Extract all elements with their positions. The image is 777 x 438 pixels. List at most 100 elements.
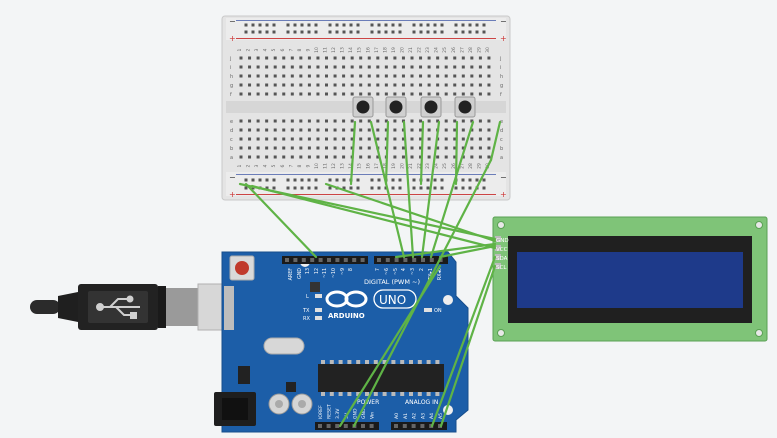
breadboard-hole[interactable] xyxy=(342,146,346,150)
breadboard-hole[interactable] xyxy=(290,119,294,123)
breadboard-hole[interactable] xyxy=(265,65,269,69)
rail-hole[interactable] xyxy=(398,30,402,34)
breadboard-hole[interactable] xyxy=(453,74,457,78)
breadboard-hole[interactable] xyxy=(299,83,303,87)
breadboard-hole[interactable] xyxy=(478,92,482,96)
breadboard-hole[interactable] xyxy=(393,92,397,96)
breadboard-hole[interactable] xyxy=(478,128,482,132)
rail-hole[interactable] xyxy=(342,30,346,34)
breadboard-hole[interactable] xyxy=(384,119,388,123)
rail-hole[interactable] xyxy=(384,23,388,27)
breadboard-hole[interactable] xyxy=(239,119,243,123)
rail-hole[interactable] xyxy=(293,30,297,34)
rail-hole[interactable] xyxy=(468,186,472,190)
breadboard-hole[interactable] xyxy=(282,65,286,69)
breadboard-hole[interactable] xyxy=(273,119,277,123)
header-pin[interactable] xyxy=(377,258,381,262)
rail-hole[interactable] xyxy=(398,23,402,27)
breadboard-hole[interactable] xyxy=(427,128,431,132)
breadboard-hole[interactable] xyxy=(376,65,380,69)
header-pin[interactable] xyxy=(301,258,306,262)
breadboard-hole[interactable] xyxy=(290,83,294,87)
breadboard-hole[interactable] xyxy=(453,128,457,132)
rail-hole[interactable] xyxy=(412,186,416,190)
breadboard-hole[interactable] xyxy=(350,146,354,150)
breadboard-hole[interactable] xyxy=(282,146,286,150)
breadboard-hole[interactable] xyxy=(282,137,286,141)
breadboard-hole[interactable] xyxy=(461,119,465,123)
breadboard-hole[interactable] xyxy=(342,155,346,159)
breadboard-hole[interactable] xyxy=(470,119,474,123)
breadboard-hole[interactable] xyxy=(453,56,457,60)
rail-hole[interactable] xyxy=(335,30,339,34)
breadboard-hole[interactable] xyxy=(427,83,431,87)
breadboard-hole[interactable] xyxy=(307,119,311,123)
breadboard-hole[interactable] xyxy=(316,92,320,96)
breadboard-hole[interactable] xyxy=(316,65,320,69)
breadboard-hole[interactable] xyxy=(325,146,328,150)
breadboard-hole[interactable] xyxy=(461,56,465,60)
breadboard-hole[interactable] xyxy=(419,155,423,159)
breadboard-hole[interactable] xyxy=(393,155,397,159)
rail-hole[interactable] xyxy=(412,30,416,34)
rail-hole[interactable] xyxy=(293,23,297,27)
rail-hole[interactable] xyxy=(342,178,346,182)
header-pin[interactable] xyxy=(343,424,348,428)
rail-hole[interactable] xyxy=(377,178,381,182)
breadboard-hole[interactable] xyxy=(307,65,311,69)
rail-hole[interactable] xyxy=(370,178,374,182)
breadboard-hole[interactable] xyxy=(419,83,423,87)
breadboard-hole[interactable] xyxy=(316,83,320,87)
breadboard-hole[interactable] xyxy=(478,74,482,78)
rail-hole[interactable] xyxy=(272,23,276,27)
breadboard-hole[interactable] xyxy=(273,92,277,96)
breadboard-hole[interactable] xyxy=(461,83,465,87)
rail-hole[interactable] xyxy=(244,23,248,27)
rail-hole[interactable] xyxy=(265,23,269,27)
breadboard-hole[interactable] xyxy=(478,65,482,69)
breadboard-hole[interactable] xyxy=(325,92,328,96)
rail-hole[interactable] xyxy=(328,186,332,190)
breadboard-hole[interactable] xyxy=(444,146,448,150)
breadboard-hole[interactable] xyxy=(410,74,414,78)
breadboard-hole[interactable] xyxy=(436,74,440,78)
breadboard-hole[interactable] xyxy=(487,74,491,78)
breadboard-hole[interactable] xyxy=(461,128,465,132)
breadboard-hole[interactable] xyxy=(410,56,414,60)
breadboard-hole[interactable] xyxy=(256,65,260,69)
rail-hole[interactable] xyxy=(440,186,444,190)
rail-hole[interactable] xyxy=(412,23,416,27)
breadboard-hole[interactable] xyxy=(376,83,380,87)
rail-hole[interactable] xyxy=(377,23,381,27)
breadboard-hole[interactable] xyxy=(333,65,337,69)
breadboard-hole[interactable] xyxy=(333,83,337,87)
breadboard-hole[interactable] xyxy=(342,128,346,132)
header-pin[interactable] xyxy=(326,424,331,428)
breadboard-hole[interactable] xyxy=(436,146,440,150)
breadboard-hole[interactable] xyxy=(342,92,346,96)
breadboard-hole[interactable] xyxy=(282,74,286,78)
rail-hole[interactable] xyxy=(454,186,458,190)
rail-hole[interactable] xyxy=(265,186,269,190)
rail-hole[interactable] xyxy=(433,23,437,27)
breadboard-hole[interactable] xyxy=(350,119,354,123)
rail-hole[interactable] xyxy=(293,178,297,182)
rail-hole[interactable] xyxy=(251,186,255,190)
breadboard-hole[interactable] xyxy=(239,137,243,141)
rail-hole[interactable] xyxy=(286,23,290,27)
header-pin[interactable] xyxy=(361,424,365,428)
breadboard-hole[interactable] xyxy=(427,155,431,159)
breadboard-hole[interactable] xyxy=(290,137,294,141)
breadboard-hole[interactable] xyxy=(453,65,457,69)
breadboard-hole[interactable] xyxy=(461,65,465,69)
breadboard-hole[interactable] xyxy=(384,74,388,78)
breadboard-hole[interactable] xyxy=(273,56,277,60)
breadboard-hole[interactable] xyxy=(376,92,380,96)
rail-hole[interactable] xyxy=(272,178,276,182)
breadboard-hole[interactable] xyxy=(307,92,311,96)
breadboard-hole[interactable] xyxy=(436,119,440,123)
breadboard-hole[interactable] xyxy=(307,146,311,150)
rail-hole[interactable] xyxy=(398,186,402,190)
breadboard-hole[interactable] xyxy=(367,146,371,150)
breadboard-hole[interactable] xyxy=(444,65,448,69)
